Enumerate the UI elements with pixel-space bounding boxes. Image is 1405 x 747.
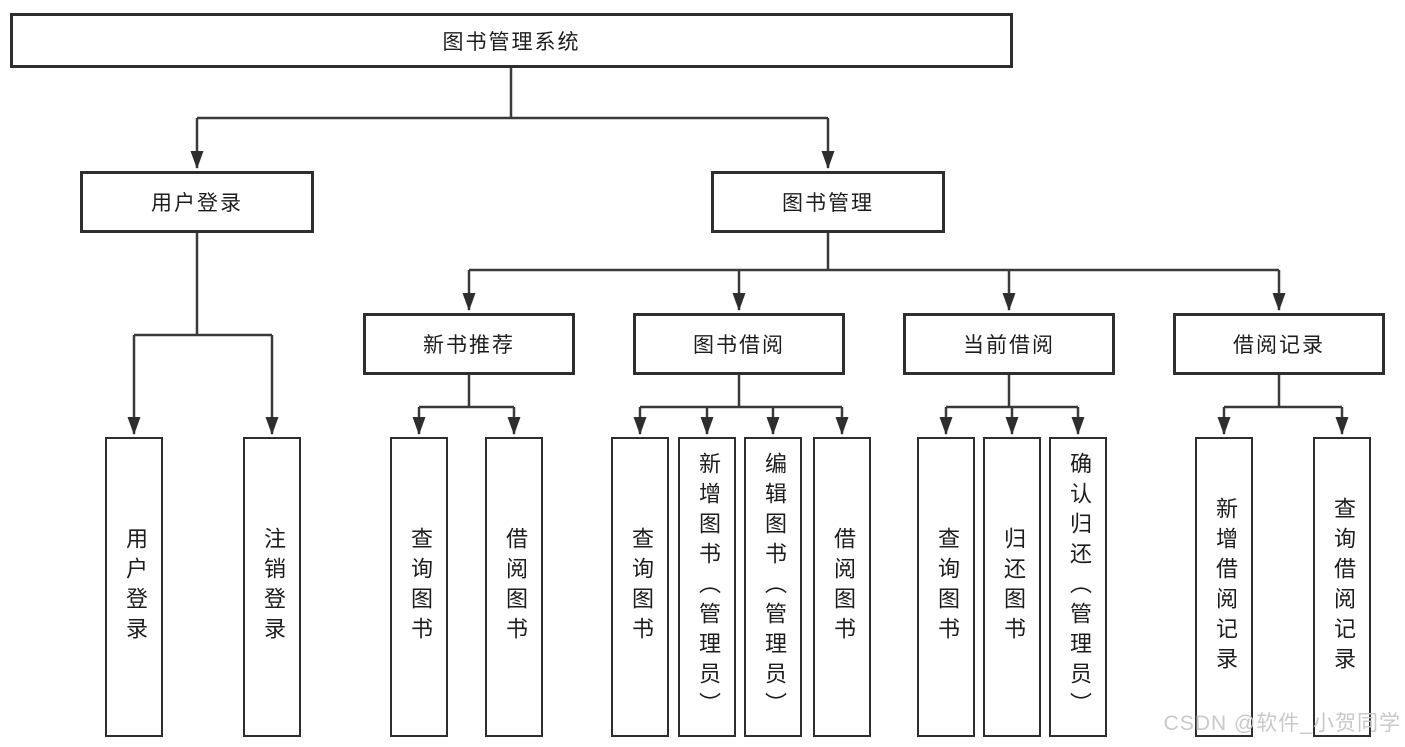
node-user-login: 用户登录 — [80, 171, 314, 233]
leaf-record-query-record: 查询借阅记录 — [1313, 437, 1371, 737]
node-borrow-record: 借阅记录 — [1173, 313, 1385, 375]
node-current-borrow: 当前借阅 — [903, 313, 1115, 375]
leaf-borrow-edit-book-admin: 编辑图书（管理员） — [744, 437, 802, 737]
node-new-book-recommend: 新书推荐 — [363, 313, 575, 375]
node-book-borrow: 图书借阅 — [633, 313, 845, 375]
leaf-current-return-book: 归还图书 — [983, 437, 1041, 737]
leaf-current-query-book: 查询图书 — [917, 437, 975, 737]
node-root: 图书管理系统 — [10, 13, 1013, 68]
leaf-user-login: 用户登录 — [105, 437, 163, 737]
leaf-record-add-record: 新增借阅记录 — [1195, 437, 1253, 737]
leaf-borrow-query-book: 查询图书 — [611, 437, 669, 737]
leaf-newbooks-borrow-book: 借阅图书 — [485, 437, 543, 737]
leaf-logout: 注销登录 — [243, 437, 301, 737]
node-book-management: 图书管理 — [711, 171, 945, 233]
leaf-newbooks-query-book: 查询图书 — [390, 437, 448, 737]
leaf-borrow-borrow-book: 借阅图书 — [813, 437, 871, 737]
leaf-borrow-add-book-admin: 新增图书（管理员） — [678, 437, 736, 737]
csdn-watermark: CSDN @软件_小贺同学 — [1163, 712, 1401, 735]
leaf-current-confirm-return-admin: 确认归还（管理员） — [1049, 437, 1107, 737]
